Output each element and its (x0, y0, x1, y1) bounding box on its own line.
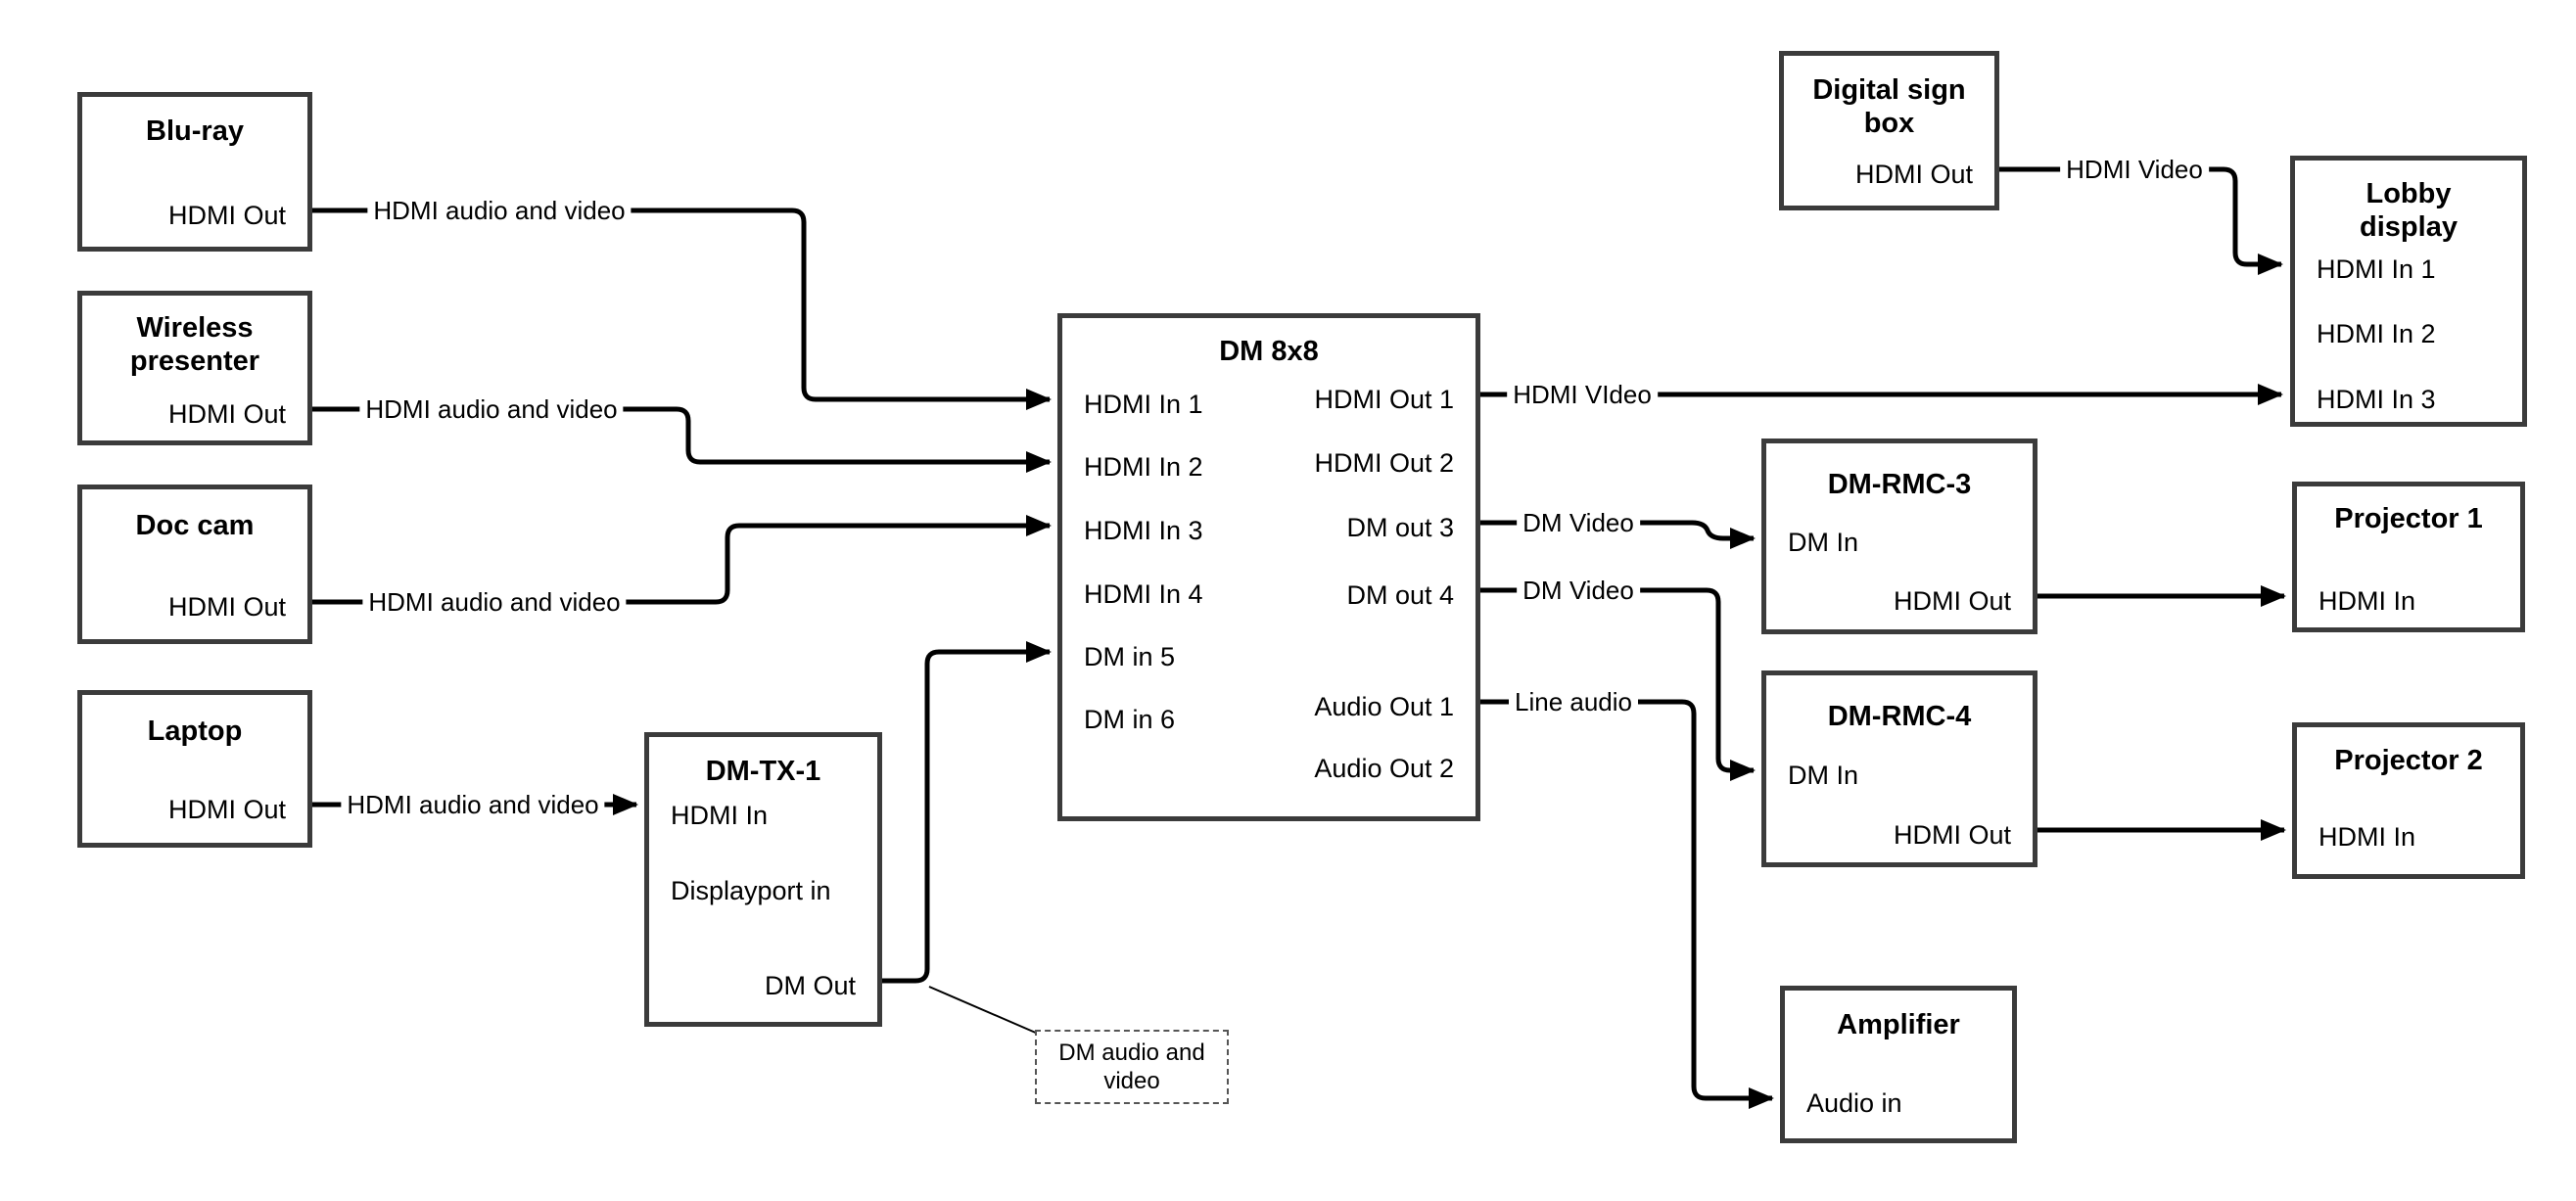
connector-digisign-to-lobby-in1 (1999, 166, 2283, 275)
callout-dm-audio-and-video: DM audio and video (1035, 1030, 1229, 1104)
port-rmc4-dm-in: DM In (1788, 761, 1859, 790)
connection-label-bluray: HDMI audio and video (367, 196, 632, 225)
port-dm8x8-audio-out-1: Audio Out 1 (1314, 692, 1454, 721)
port-doccam-hdmi-out: HDMI Out (167, 592, 286, 622)
node-lobby-display: Lobby display HDMI In 1 HDMI In 2 HDMI I… (2290, 156, 2527, 427)
port-dmtx1-dm-out: DM Out (764, 971, 856, 1000)
callout-leader-line (928, 986, 1039, 1035)
connector-doccam-to-dm8x8-in3 (312, 515, 1052, 605)
node-doc-cam: Doc cam HDMI Out (77, 485, 312, 644)
node-title: Projector 1 (2334, 503, 2483, 534)
port-rmc3-hdmi-out: HDMI Out (1893, 586, 2011, 616)
port-dm8x8-hdmi-in-1: HDMI In 1 (1084, 390, 1203, 419)
node-title: DM 8x8 (1219, 336, 1319, 367)
node-title: DM-TX-1 (705, 756, 821, 787)
port-lobby-hdmi-in-3: HDMI In 3 (2317, 385, 2436, 414)
node-amplifier: Amplifier Audio in (1780, 986, 2017, 1143)
node-dm-rmc-4: DM-RMC-4 DM In HDMI Out (1761, 670, 2037, 867)
port-dmtx1-hdmi-in: HDMI In (671, 801, 769, 830)
connection-label-doccam: HDMI audio and video (362, 587, 627, 617)
connection-label-dm-video-out3: DM Video (1517, 508, 1640, 537)
node-digital-sign-box: Digital sign box HDMI Out (1779, 51, 1999, 210)
connector-dm8x8-out3-to-rmc3 (1480, 520, 1756, 549)
node-title: Digital sign box (1812, 74, 1966, 139)
port-proj2-hdmi-in: HDMI In (2318, 822, 2416, 852)
connection-label-wireless: HDMI audio and video (359, 394, 624, 424)
node-title: Amplifier (1837, 1009, 1960, 1040)
node-title: Blu-ray (146, 115, 244, 147)
node-title: Wireless presenter (129, 312, 260, 377)
port-laptop-hdmi-out: HDMI Out (167, 795, 286, 824)
callout-text: DM audio and video (1058, 1039, 1205, 1094)
node-laptop: Laptop HDMI Out (77, 690, 312, 848)
port-dm8x8-dm-out-4: DM out 4 (1346, 580, 1454, 610)
port-rmc4-hdmi-out: HDMI Out (1893, 820, 2011, 850)
port-dm8x8-dm-in-6: DM in 6 (1084, 705, 1176, 734)
connection-label-dm-video-out4: DM Video (1517, 576, 1640, 605)
port-lobby-hdmi-in-2: HDMI In 2 (2317, 319, 2436, 348)
connection-label-line-audio: Line audio (1509, 687, 1638, 716)
node-title: Lobby display (2360, 178, 2458, 243)
node-bluray: Blu-ray HDMI Out (77, 92, 312, 252)
node-projector-2: Projector 2 HDMI In (2292, 722, 2525, 879)
port-bluray-hdmi-out: HDMI Out (167, 201, 286, 230)
node-dm-8x8: DM 8x8 HDMI In 1 HDMI In 2 HDMI In 3 HDM… (1057, 313, 1480, 821)
connection-label-hdmi-video-out1: HDMI VIdeo (1507, 380, 1658, 409)
connector-dm8x8-audio1-to-amplifier (1480, 699, 1774, 1109)
port-dm8x8-hdmi-out-1: HDMI Out 1 (1314, 385, 1454, 414)
port-wireless-hdmi-out: HDMI Out (167, 399, 286, 429)
node-projector-1: Projector 1 HDMI In (2292, 482, 2525, 632)
port-dm8x8-hdmi-in-3: HDMI In 3 (1084, 516, 1203, 545)
port-digisign-hdmi-out: HDMI Out (1854, 160, 1973, 189)
node-wireless-presenter: Wireless presenter HDMI Out (77, 291, 312, 445)
port-proj1-hdmi-in: HDMI In (2318, 586, 2416, 616)
connector-dm8x8-out4-to-rmc4 (1480, 587, 1756, 781)
connector-bluray-to-dm8x8-in1 (312, 208, 1052, 410)
node-title: DM-RMC-4 (1827, 701, 1972, 732)
port-dm8x8-audio-out-2: Audio Out 2 (1314, 754, 1454, 783)
port-amplifier-audio-in: Audio in (1806, 1088, 1902, 1118)
port-rmc3-dm-in: DM In (1788, 528, 1859, 557)
port-dm8x8-hdmi-in-4: HDMI In 4 (1084, 579, 1203, 609)
port-dm8x8-dm-out-3: DM out 3 (1346, 513, 1454, 542)
node-dm-tx-1: DM-TX-1 HDMI In Displayport in DM Out (644, 732, 882, 1027)
node-title: Projector 2 (2334, 745, 2483, 776)
connection-label-digisign: HDMI Video (2060, 155, 2209, 184)
node-title: DM-RMC-3 (1827, 469, 1972, 500)
node-title: Laptop (147, 716, 243, 747)
connection-label-laptop: HDMI audio and video (341, 790, 605, 819)
port-dm8x8-hdmi-in-2: HDMI In 2 (1084, 452, 1203, 482)
connector-dmtx1-to-dm8x8-in5 (882, 641, 1052, 984)
connector-wireless-to-dm8x8-in2 (312, 406, 1052, 473)
node-dm-rmc-3: DM-RMC-3 DM In HDMI Out (1761, 439, 2037, 634)
port-dm8x8-hdmi-out-2: HDMI Out 2 (1314, 448, 1454, 478)
node-title: Doc cam (135, 510, 255, 541)
port-dmtx1-displayport-in: Displayport in (671, 876, 831, 905)
port-dm8x8-dm-in-5: DM in 5 (1084, 642, 1176, 671)
port-lobby-hdmi-in-1: HDMI In 1 (2317, 254, 2436, 284)
